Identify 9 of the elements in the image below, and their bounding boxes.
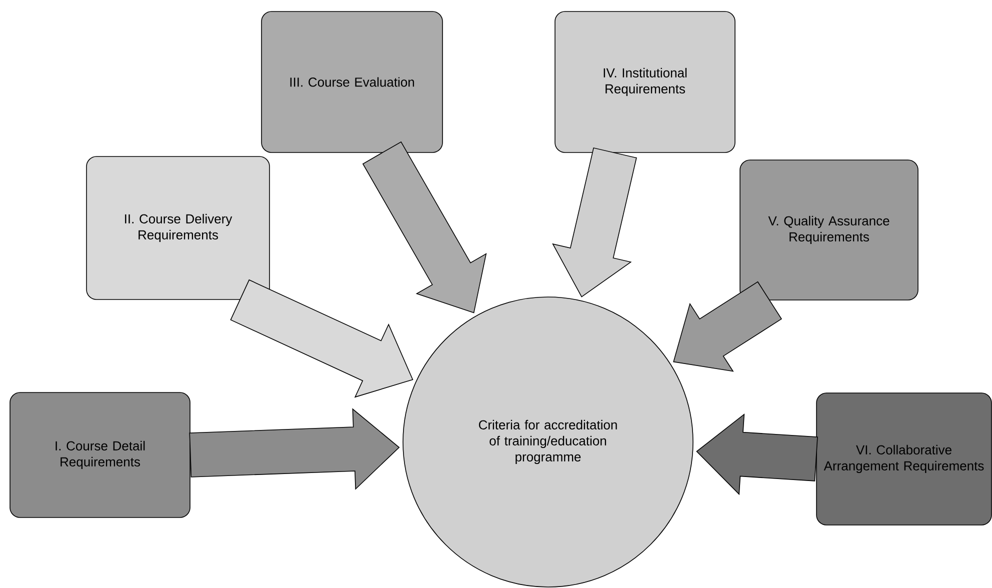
- text-box: I. Course Detail Requirements: [10, 392, 190, 518]
- block-arrow: [696, 413, 818, 496]
- text-box: VI. Collaborative Arrangement Requirements: [816, 392, 992, 526]
- text-box: III. Course Evaluation: [261, 11, 443, 153]
- text-box: IV. Institutional Requirements: [554, 11, 736, 153]
- block-arrow: [673, 281, 782, 372]
- block-arrow: [189, 408, 400, 490]
- text-box: II. Course Delivery Requirements: [86, 156, 270, 300]
- text-box: V. Quality Assurance Requirements: [740, 160, 918, 300]
